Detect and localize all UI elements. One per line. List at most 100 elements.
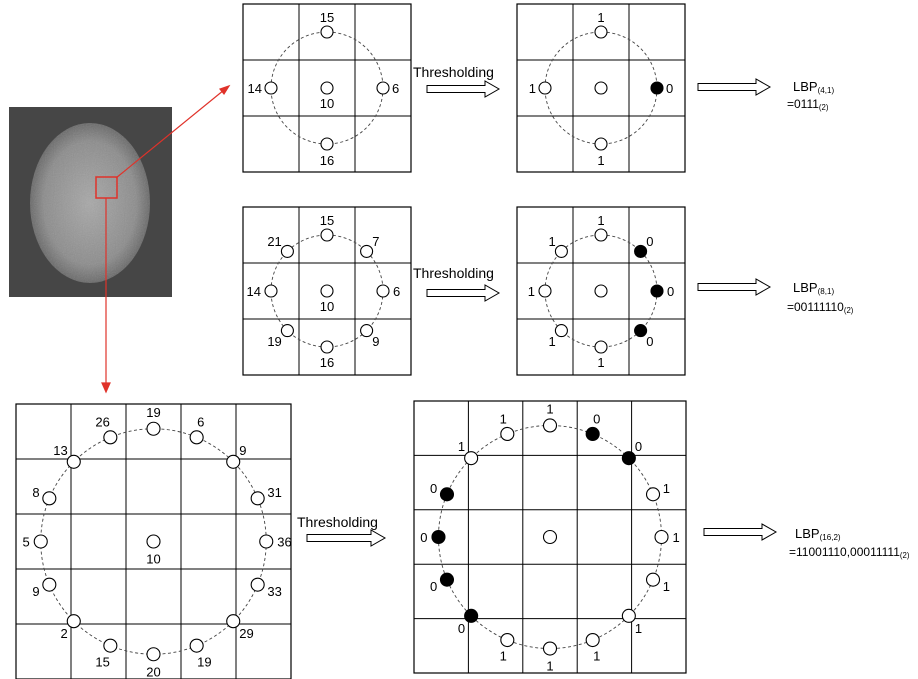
intensity-grid-16-frame xyxy=(15,403,292,679)
center-node xyxy=(594,284,608,298)
neighbor-node xyxy=(464,608,479,623)
intensity-grid-4-frame xyxy=(242,3,412,173)
binary-value: 0 xyxy=(458,621,465,636)
neighbor-value: 20 xyxy=(146,664,160,679)
binary-value: 1 xyxy=(546,401,553,416)
neighbor-node xyxy=(538,81,552,95)
neighbor-value: 19 xyxy=(197,654,211,669)
binary-value: 0 xyxy=(420,530,427,545)
neighbor-node xyxy=(431,529,446,545)
binary-value: 1 xyxy=(663,579,670,594)
neighbor-node xyxy=(42,577,57,592)
neighbor-node xyxy=(542,418,558,433)
neighbor-node xyxy=(264,284,278,298)
binary-grid-16-frame xyxy=(413,400,687,674)
neighbor-node xyxy=(103,638,118,653)
neighbor-node xyxy=(320,228,334,242)
neighbor-node xyxy=(594,340,608,354)
thresholding-arrow xyxy=(426,80,501,98)
neighbor-node xyxy=(650,284,664,298)
neighbor-value: 15 xyxy=(95,654,109,669)
neighbor-value: 14 xyxy=(248,81,262,96)
neighbor-node xyxy=(360,244,374,258)
binary-value: 1 xyxy=(597,153,604,168)
binary-value: 0 xyxy=(666,81,673,96)
neighbor-node xyxy=(634,244,648,258)
result-arrow xyxy=(697,278,772,296)
neighbor-node xyxy=(376,284,390,298)
neighbor-value: 33 xyxy=(267,584,281,599)
neighbor-value: 13 xyxy=(53,443,67,458)
neighbor-node xyxy=(554,244,568,258)
center-value: 10 xyxy=(146,552,160,567)
binary-value: 0 xyxy=(430,481,437,496)
neighbor-node xyxy=(500,632,515,648)
neighbor-node xyxy=(259,534,274,549)
neighbor-value: 16 xyxy=(320,153,334,168)
neighbor-value: 9 xyxy=(372,334,379,349)
center-node xyxy=(542,529,558,545)
neighbor-node xyxy=(320,137,334,151)
lbp-result-code: =11001110,00011111(2) xyxy=(789,545,910,560)
neighbor-value: 36 xyxy=(277,535,291,550)
binary-value: 1 xyxy=(673,530,680,545)
binary-value: 0 xyxy=(430,579,437,594)
binary-value: 1 xyxy=(663,481,670,496)
intensity-grid-8-frame xyxy=(242,206,412,376)
neighbor-value: 8 xyxy=(32,485,39,500)
red-arrow-to-top xyxy=(115,89,225,179)
binary-value: 0 xyxy=(646,334,653,349)
panel-lbp-16-2: 1019693136332919201529581326100111111100… xyxy=(15,400,910,679)
neighbor-node xyxy=(645,572,661,587)
neighbor-node xyxy=(103,430,118,445)
neighbor-value: 16 xyxy=(320,355,334,370)
binary-value: 1 xyxy=(597,355,604,370)
neighbor-value: 26 xyxy=(95,415,109,430)
neighbor-node xyxy=(250,491,265,506)
neighbor-node xyxy=(554,324,568,338)
center-node xyxy=(320,81,334,95)
binary-value: 1 xyxy=(549,234,556,249)
lbp-result-label: LBP(4,1) xyxy=(793,79,834,95)
neighbor-node xyxy=(360,324,374,338)
binary-value: 1 xyxy=(458,439,465,454)
binary-value: 1 xyxy=(597,213,604,228)
neighbor-node xyxy=(376,81,390,95)
panel-lbp-4-1: 1015616141011ThresholdingLBP(4,1)=0111(2… xyxy=(242,3,834,173)
thresholding-arrow xyxy=(426,284,501,302)
red-arrowhead-top xyxy=(218,84,231,96)
result-arrow xyxy=(703,523,778,541)
neighbor-node xyxy=(585,426,600,442)
center-node xyxy=(146,534,161,549)
neighbor-node xyxy=(439,572,455,587)
binary-value: 0 xyxy=(593,411,600,426)
neighbor-value: 6 xyxy=(392,81,399,96)
neighbor-value: 2 xyxy=(61,626,68,641)
neighbor-value: 21 xyxy=(267,234,281,249)
neighbor-node xyxy=(594,228,608,242)
neighbor-node xyxy=(585,632,600,648)
neighbor-value: 5 xyxy=(23,535,30,550)
neighbor-value: 15 xyxy=(320,213,334,228)
neighbor-node xyxy=(594,137,608,151)
neighbor-node xyxy=(264,81,278,95)
neighbor-node xyxy=(650,81,664,95)
center-node xyxy=(320,284,334,298)
neighbor-node xyxy=(439,487,455,502)
neighbor-node xyxy=(621,451,636,466)
neighbor-value: 19 xyxy=(267,334,281,349)
lbp-result-code: =0111(2) xyxy=(787,97,829,112)
neighbor-value: 29 xyxy=(239,626,253,641)
neighbor-node xyxy=(500,426,515,442)
cell-texture xyxy=(30,123,150,283)
binary-value: 1 xyxy=(549,334,556,349)
binary-value: 0 xyxy=(667,284,674,299)
neighbor-value: 19 xyxy=(146,405,160,420)
binary-value: 1 xyxy=(597,10,604,25)
center-value: 10 xyxy=(320,96,334,111)
binary-grid-8-frame xyxy=(516,206,686,376)
neighbor-node xyxy=(66,614,81,629)
binary-value: 1 xyxy=(546,659,553,674)
neighbor-node xyxy=(464,451,479,466)
